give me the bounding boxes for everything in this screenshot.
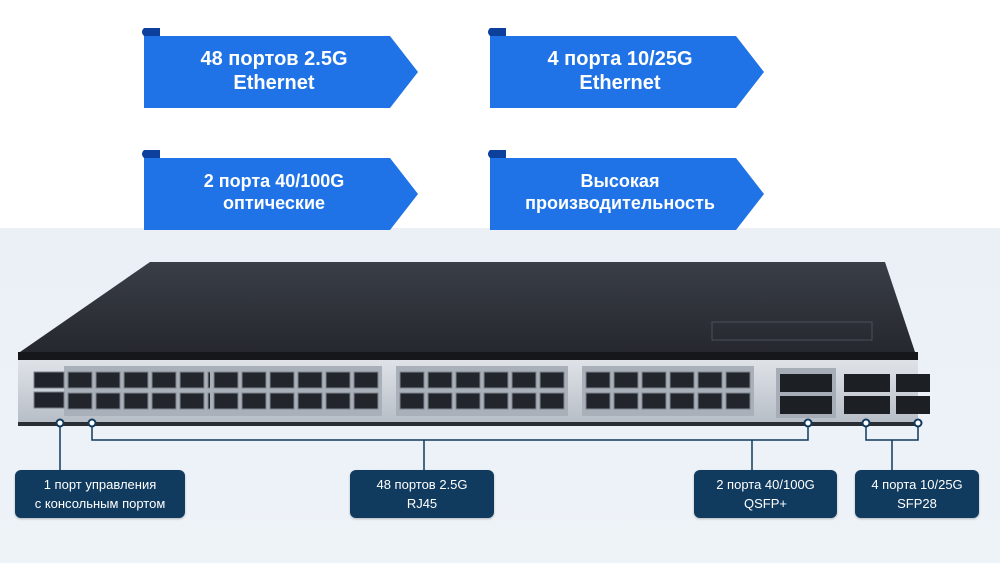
rj45-block (396, 366, 568, 416)
sfp28-port-4 (896, 396, 930, 414)
ribbon-shape (142, 28, 418, 108)
rj45-port (725, 392, 751, 410)
rj45-port (697, 392, 723, 410)
rj45-block (64, 366, 236, 416)
rj45-port (297, 392, 323, 410)
rj45-port (213, 392, 239, 410)
feature-ribbon-25g: 4 порта 10/25G Ethernet (486, 28, 766, 110)
rj45-port (399, 371, 425, 389)
rj45-port (67, 371, 93, 389)
rj45-port (539, 392, 565, 410)
rj45-port (669, 392, 695, 410)
rj45-port (179, 371, 205, 389)
rj45-port (95, 392, 121, 410)
rj45-port (353, 392, 379, 410)
rj45-port (241, 371, 267, 389)
feature-ribbon-100g: 2 порта 40/100G оптические (140, 150, 420, 232)
rj45-port (297, 371, 323, 389)
rj45-block (210, 366, 382, 416)
rj45-port (95, 371, 121, 389)
sfp28-port-3 (896, 374, 930, 392)
front-bezel-top (18, 352, 918, 360)
callout-console: 1 порт управления с консольным портом (15, 470, 185, 518)
rj45-port (697, 371, 723, 389)
rj45-port (427, 392, 453, 410)
rj45-port (613, 392, 639, 410)
rj45-port (325, 371, 351, 389)
feature-text: 2 порта 40/100G оптические (203, 171, 345, 213)
rj45-port (455, 371, 481, 389)
feature-text: 48 портов 2.5G Ethernet (200, 48, 348, 94)
rj45-port (427, 371, 453, 389)
rj45-port (539, 371, 565, 389)
rj45-port (511, 371, 537, 389)
rj45-port (455, 392, 481, 410)
ribbon-shape (488, 28, 764, 108)
callout-qsfp: 2 порта 40/100G QSFP+ (694, 470, 837, 518)
rj45-port (483, 392, 509, 410)
rj45-port (151, 371, 177, 389)
rj45-port (241, 392, 267, 410)
rj45-port (67, 392, 93, 410)
sfp28-port-2 (844, 396, 890, 414)
rj45-port (511, 392, 537, 410)
chassis-top (20, 262, 915, 352)
feature-ribbon-2.5g: 48 портов 2.5G Ethernet (140, 28, 420, 110)
rj45-port (613, 371, 639, 389)
rj45-port (585, 392, 611, 410)
rj45-port (585, 371, 611, 389)
top-label-area (711, 321, 873, 341)
callout-rj45: 48 портов 2.5G RJ45 (350, 470, 494, 518)
rj45-port (353, 371, 379, 389)
feature-text: Высокая производительность (525, 171, 715, 213)
rj45-port (483, 371, 509, 389)
network-switch-illustration (18, 262, 930, 426)
rj45-port (151, 392, 177, 410)
ribbon-shape (488, 150, 764, 230)
qsfp-port-2 (780, 396, 832, 414)
sfp28-port-1 (844, 374, 890, 392)
rj45-port (269, 371, 295, 389)
rj45-port (641, 371, 667, 389)
rj45-port (269, 392, 295, 410)
rj45-block (582, 366, 754, 416)
qsfp-port-1 (780, 374, 832, 392)
rj45-port (725, 371, 751, 389)
front-bezel-bottom (18, 422, 918, 426)
console-port (33, 391, 65, 409)
rj45-port (213, 371, 239, 389)
feature-text: 4 порта 10/25G Ethernet (547, 48, 693, 94)
mgmt-port (33, 371, 65, 389)
feature-ribbon-performance: Высокая производительность (486, 150, 766, 232)
callout-sfp28: 4 порта 10/25G SFP28 (855, 470, 979, 518)
rj45-port (123, 371, 149, 389)
ribbon-shape (142, 150, 418, 230)
rj45-port (123, 392, 149, 410)
rj45-port (669, 371, 695, 389)
rj45-port (399, 392, 425, 410)
rj45-port (179, 392, 205, 410)
rj45-port (325, 392, 351, 410)
rj45-port-group (64, 366, 754, 416)
rj45-port (641, 392, 667, 410)
